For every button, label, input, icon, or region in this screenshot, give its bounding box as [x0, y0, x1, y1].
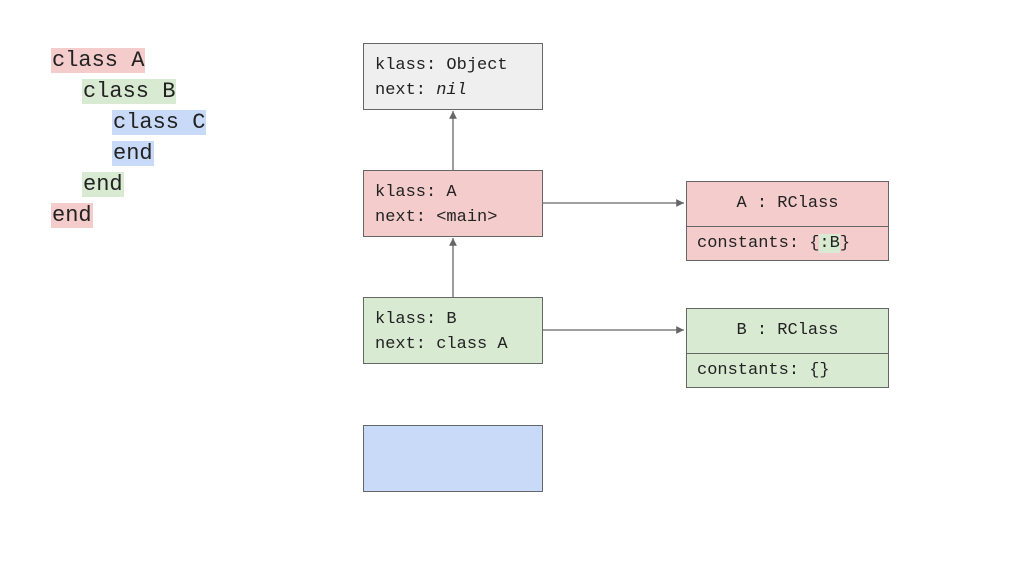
- rclass-a-constants: constants: {:B}: [697, 234, 851, 253]
- code-text: end: [51, 203, 93, 228]
- frame-a-next: next: <main>: [375, 208, 498, 227]
- frame-b-klass: klass: B: [375, 310, 457, 329]
- code-text: class A: [51, 48, 146, 73]
- rclass-a-title: A : RClass: [687, 182, 888, 227]
- code-line-class-b: class B: [82, 78, 177, 106]
- code-text: class C: [112, 110, 207, 135]
- frame-a: klass: A next: <main>: [363, 170, 543, 237]
- code-text: class B: [82, 79, 177, 104]
- code-line-class-c: class C: [112, 109, 207, 137]
- rclass-b-title: B : RClass: [687, 309, 888, 354]
- frame-a-klass: klass: A: [375, 183, 457, 202]
- rclass-a: A : RClass constants: {:B}: [686, 181, 889, 261]
- rclass-b-constants: constants: {}: [697, 361, 830, 380]
- frame-object-next: next: nil: [375, 81, 467, 100]
- nil-value: nil: [436, 81, 467, 100]
- code-line-end-b: end: [82, 171, 124, 199]
- frame-b-next: next: class A: [375, 335, 508, 354]
- frame-object: klass: Object next: nil: [363, 43, 543, 110]
- frame-object-klass: klass: Object: [375, 56, 508, 75]
- code-line-end-c: end: [112, 140, 154, 168]
- code-text: end: [82, 172, 124, 197]
- rclass-b: B : RClass constants: {}: [686, 308, 889, 388]
- frame-c: [363, 425, 543, 492]
- code-text: end: [112, 141, 154, 166]
- frame-b: klass: B next: class A: [363, 297, 543, 364]
- constant-symbol-b: :B: [819, 234, 840, 253]
- code-line-end-a: end: [51, 202, 93, 230]
- code-line-class-a: class A: [51, 47, 146, 75]
